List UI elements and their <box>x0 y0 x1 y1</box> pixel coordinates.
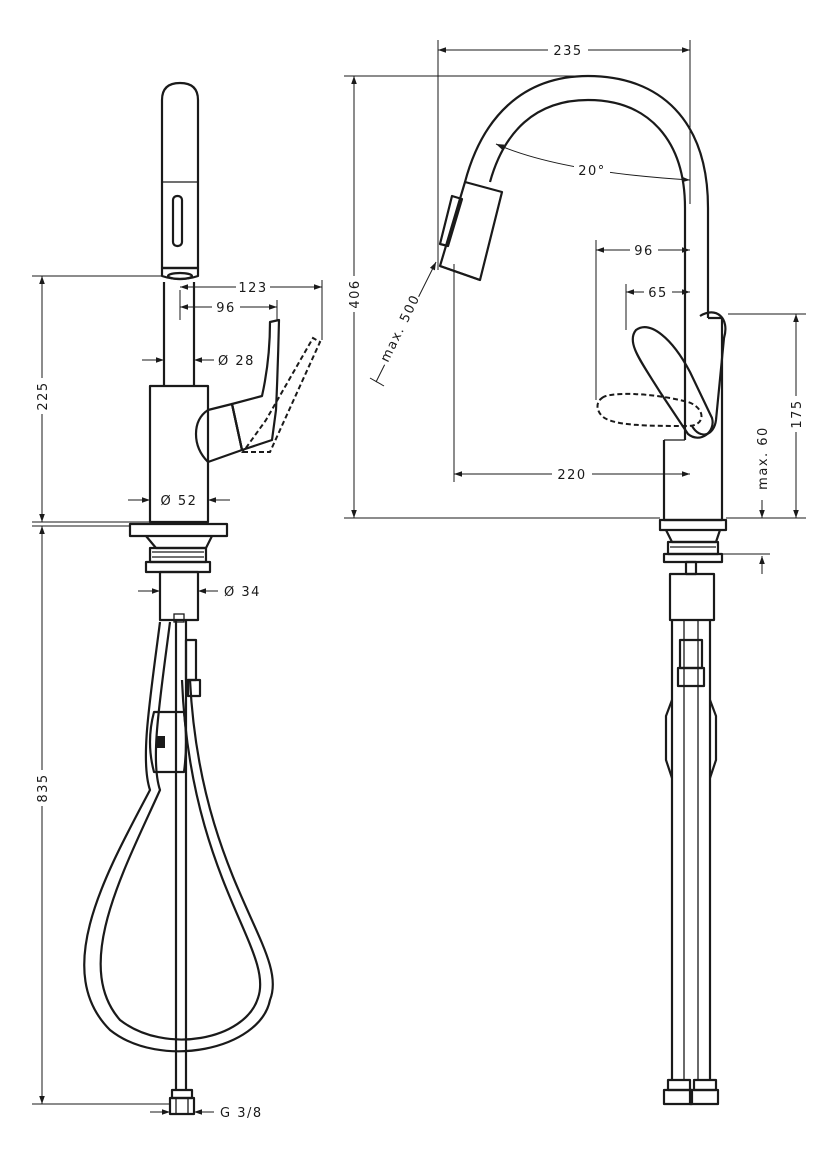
dim-175: 175 <box>790 399 805 428</box>
dim-diameter-34: Ø 34 <box>224 585 261 600</box>
side-body <box>148 384 210 524</box>
side-dimensions: 123 96 Ø 28 225 Ø 52 Ø 34 835 G 3/8 <box>32 275 323 1121</box>
dim-max-60: max. 60 <box>756 426 771 490</box>
front-spray-head <box>438 180 504 282</box>
front-view <box>438 74 728 1106</box>
dim-123: 123 <box>238 281 267 296</box>
side-hose-loop <box>83 621 274 1053</box>
side-base-plate <box>128 522 229 538</box>
dim-diameter-28: Ø 28 <box>218 354 255 369</box>
front-shank <box>668 572 716 622</box>
front-base-plate <box>658 518 728 532</box>
dim-96-front: 96 <box>634 244 654 259</box>
side-lever <box>230 318 281 452</box>
dim-220: 220 <box>557 468 586 483</box>
side-view <box>83 81 322 1116</box>
front-lever-open <box>596 392 703 428</box>
dim-406: 406 <box>348 279 363 308</box>
side-lever-open <box>241 336 322 453</box>
dim-65: 65 <box>648 286 668 301</box>
side-shank <box>158 570 200 622</box>
dim-835: 835 <box>36 773 51 802</box>
front-spout <box>463 74 710 318</box>
front-dimensions: 235 20° 96 65 406 max. 500 220 <box>344 40 806 574</box>
dim-96-side: 96 <box>216 301 236 316</box>
dim-225: 225 <box>36 381 51 410</box>
dim-235: 235 <box>553 44 582 59</box>
dim-thread-g38: G 3/8 <box>220 1106 263 1121</box>
dim-angle-20: 20° <box>578 164 606 179</box>
dim-diameter-52: Ø 52 <box>161 494 198 509</box>
side-spray-head <box>160 81 200 270</box>
